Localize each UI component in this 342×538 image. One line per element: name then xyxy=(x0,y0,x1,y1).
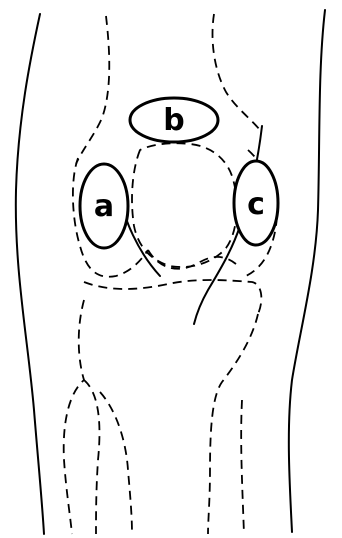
leg-outline-left xyxy=(16,14,44,534)
patella-contour xyxy=(132,143,237,267)
marker-c-label: c xyxy=(247,187,265,222)
marker-a-label: a xyxy=(94,189,114,224)
tibia-inner-contour xyxy=(84,380,99,534)
femur-left-contour xyxy=(76,16,109,164)
leg-outline-right xyxy=(289,10,325,532)
femur-right-contour xyxy=(213,14,261,130)
marker-b-label: b xyxy=(163,103,184,138)
tibial-plateau-contour xyxy=(84,280,261,314)
tibia-crest-contour xyxy=(100,392,132,534)
fibula-contour xyxy=(208,314,258,534)
tibia-left-contour xyxy=(64,300,84,534)
fibula-outer-contour xyxy=(241,400,244,534)
